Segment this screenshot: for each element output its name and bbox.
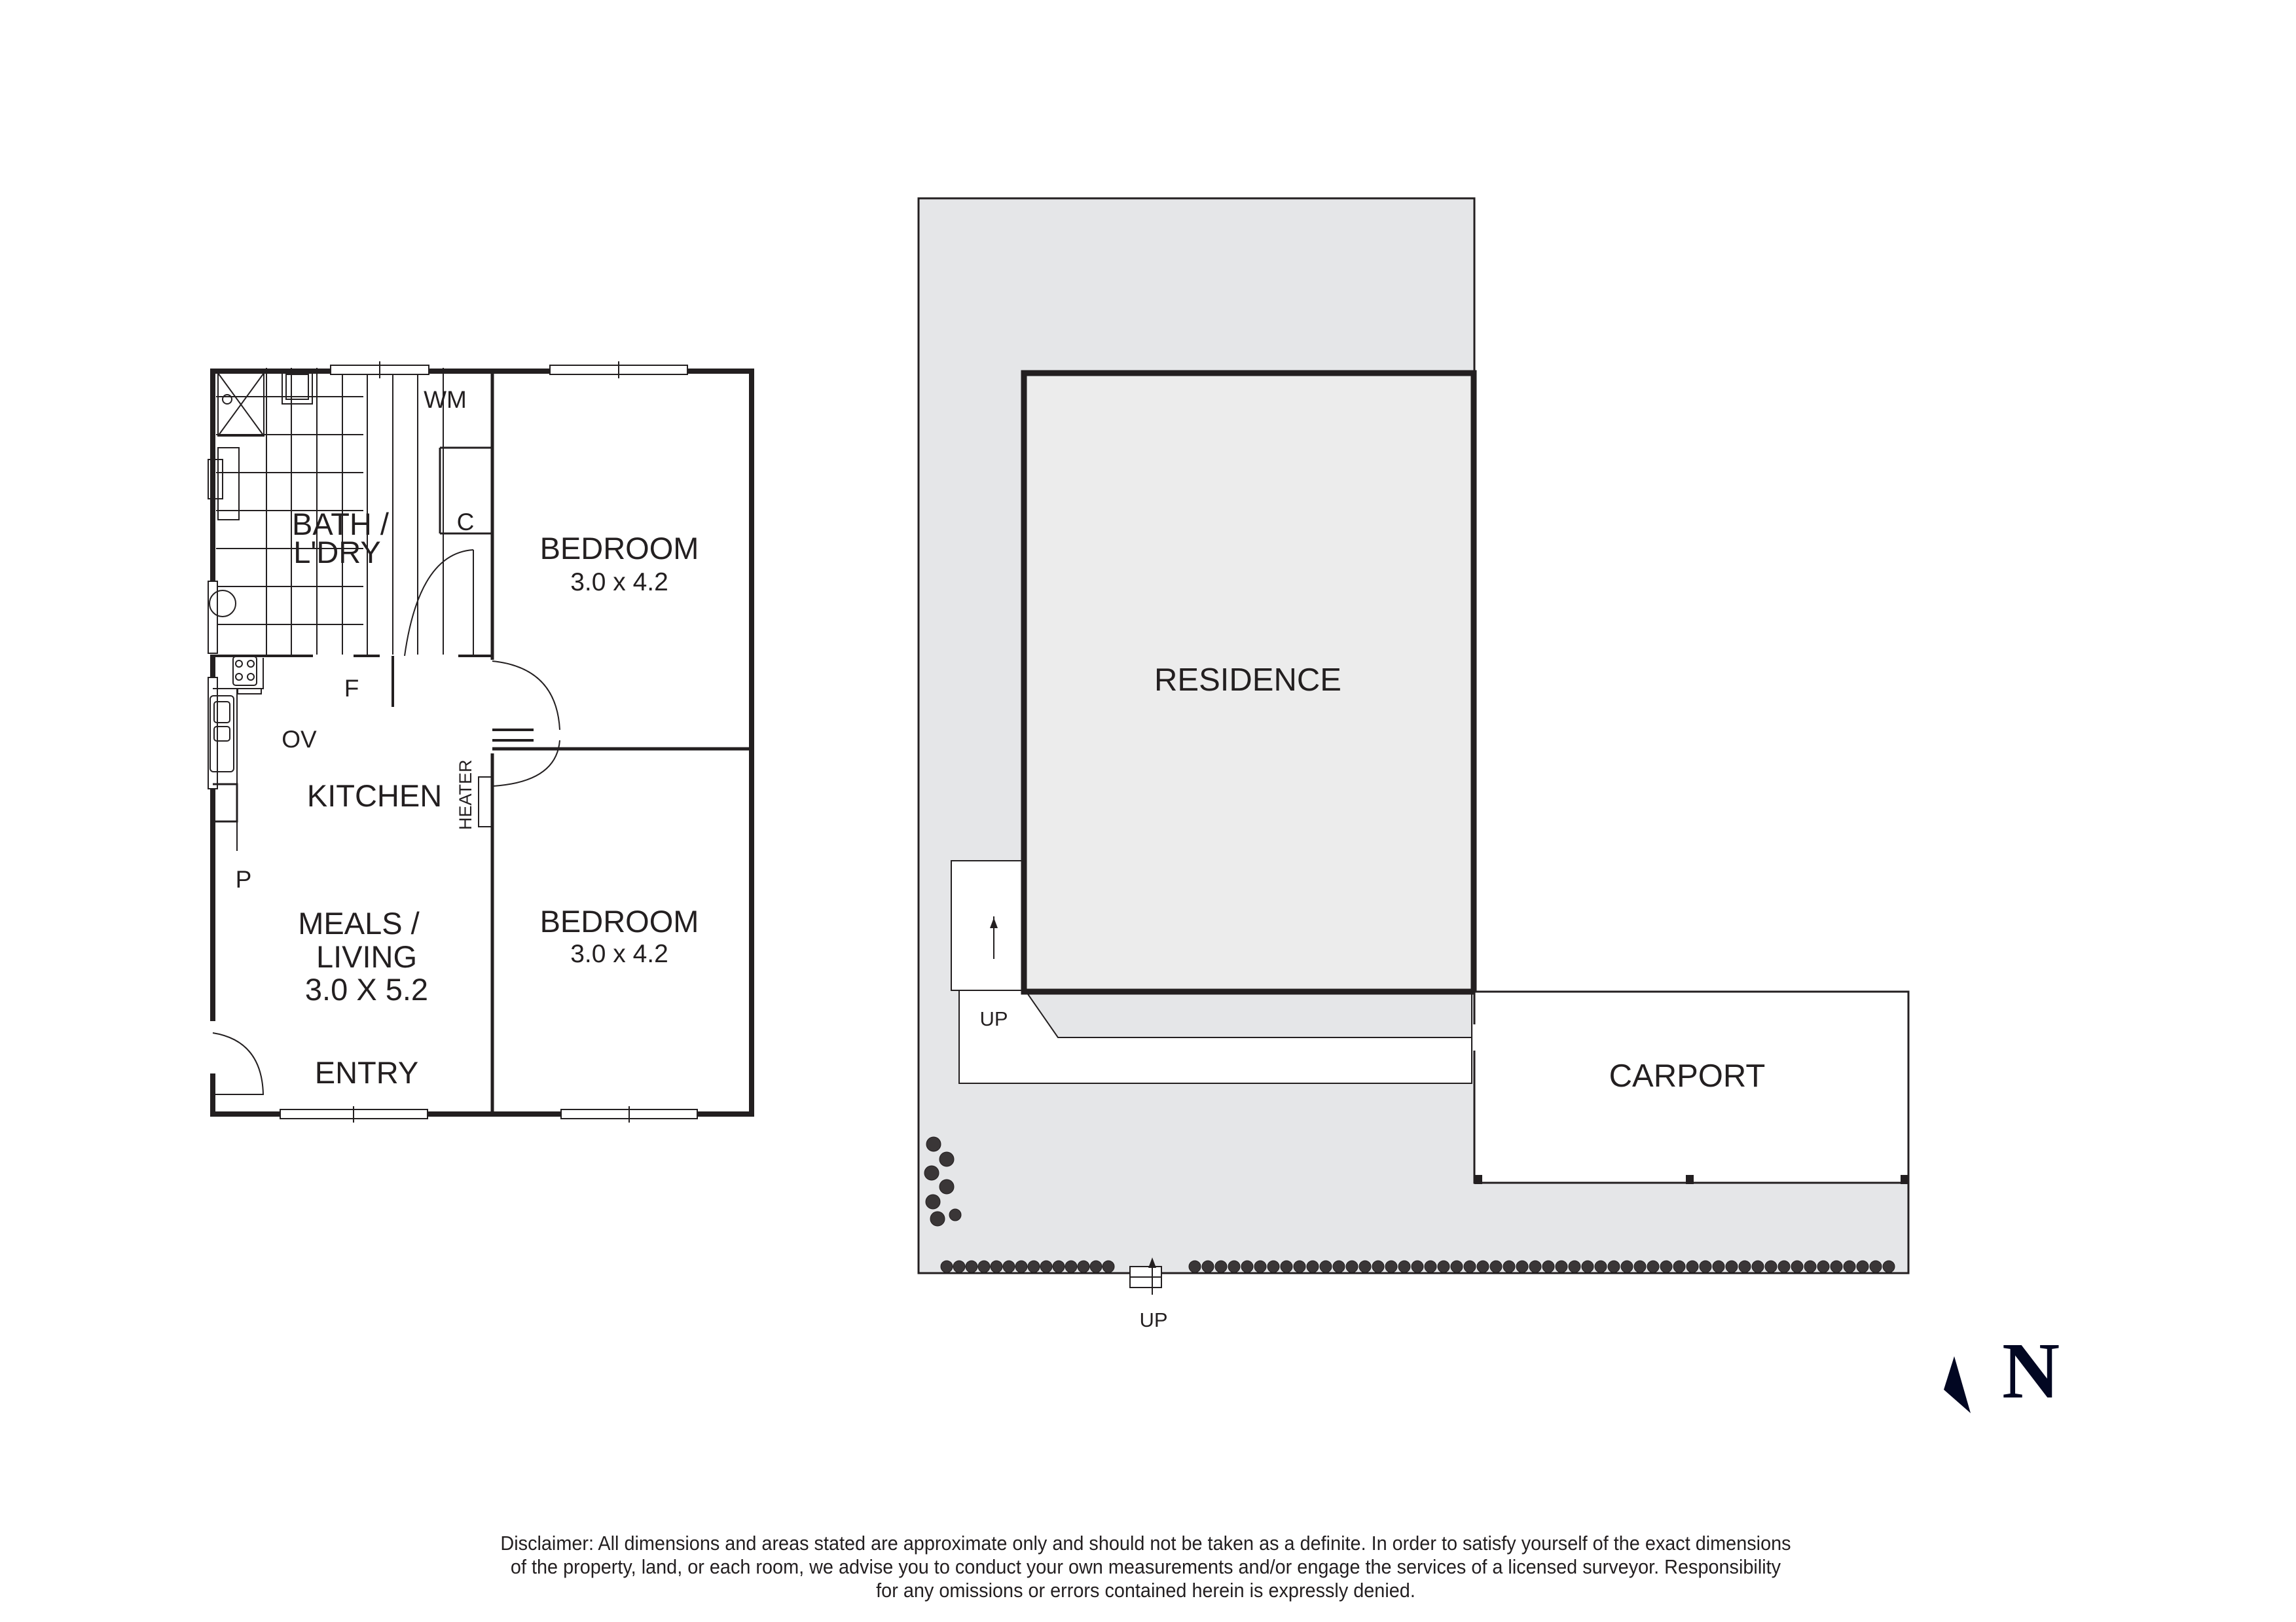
site-label-residence: RESIDENCE [1154,662,1341,698]
room-label-meals: MEALS / [298,906,420,941]
up-label-front: UP [1139,1308,1167,1331]
entry-door[interactable] [212,1032,264,1095]
bath-tiles [216,368,444,655]
pantry [213,783,238,823]
room-label-living: LIVING [316,939,417,974]
disclaimer-line-2: of the property, land, or each room, we … [510,1555,1781,1578]
room-label-bath-2: L'DRY [293,535,381,569]
fixture-cupboard: C [457,509,475,535]
room-label-kitchen: KITCHEN [307,778,442,813]
room-label-bedroom-1: BEDROOM [540,531,699,566]
fixture-oven: OV [282,726,317,753]
fixture-pantry: P [236,866,252,893]
room-size-meals: 3.0 X 5.2 [305,972,428,1007]
residence[interactable] [1021,370,1477,995]
shower-icon [217,372,264,437]
vanity-icon [217,447,240,520]
disclaimer: Disclaimer: All dimensions and areas sta… [421,1532,1870,1602]
carport[interactable] [1473,990,1910,1184]
room-label-entry: ENTRY [315,1055,418,1090]
room-label-bedroom-2: BEDROOM [540,904,699,939]
fixture-fridge: F [344,675,359,702]
outer-wall [210,369,754,1117]
site-plan [917,197,1910,1295]
side-landing[interactable] [951,860,1024,991]
room-size-bedroom-1: 3.0 x 4.2 [570,568,668,596]
heater-icon [478,776,493,827]
shrub-icons [924,1136,1895,1273]
up-label-side: UP [979,1007,1008,1030]
bedroom1-door[interactable] [492,660,560,730]
fixture-heater: HEATER [456,759,475,830]
room-label-bath: BATH / [292,507,390,541]
sink-icon[interactable] [210,695,234,772]
disclaimer-line-3: for any omissions or errors contained he… [876,1579,1415,1602]
compass-label: N [2002,1327,2060,1415]
site-label-carport: CARPORT [1609,1058,1766,1094]
laundry-sink-icon [282,370,313,405]
room-size-bedroom-2: 3.0 x 4.2 [570,940,668,968]
cooktop-icon[interactable] [232,656,257,686]
cupboard [439,446,492,535]
floor-plan [208,361,754,1123]
disclaimer-line-1: Disclaimer: All dimensions and areas sta… [500,1532,1791,1555]
bath-door[interactable] [404,549,474,657]
bedroom2-door[interactable] [492,740,560,787]
fixture-wm: WM [424,386,467,413]
carport-posts [1474,1175,1908,1184]
toilet-icon [209,590,236,617]
north-arrow-icon: N [1944,1327,2060,1415]
